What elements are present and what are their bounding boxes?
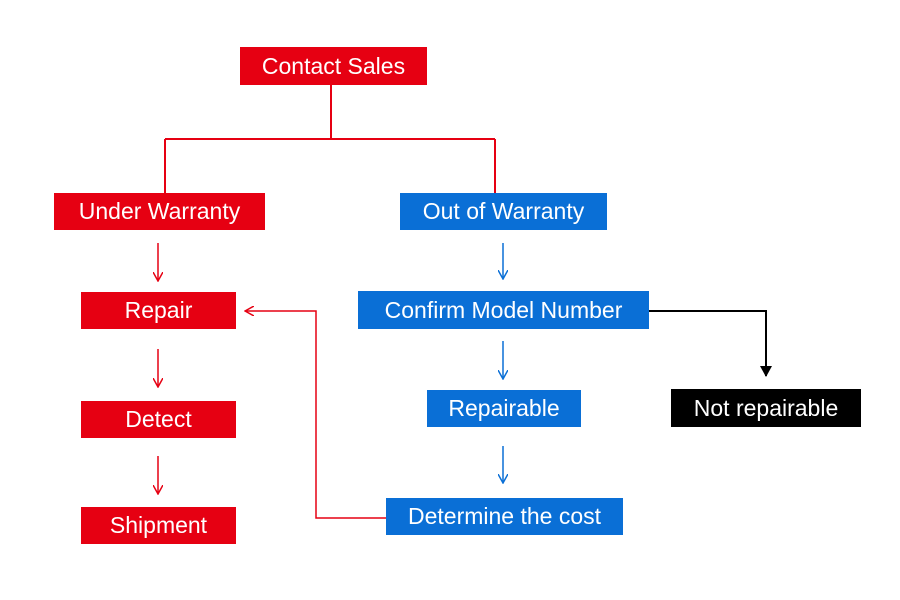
under-warranty-box: Under Warranty <box>54 193 265 230</box>
out-of-warranty-box: Out of Warranty <box>400 193 607 230</box>
arrow-confirm-to-not-repairable <box>649 310 772 377</box>
shipment-box: Shipment <box>81 507 236 544</box>
contact-sales-box: Contact Sales <box>240 47 427 85</box>
not-repairable-box: Not repairable <box>671 389 861 427</box>
determine-the-cost-box: Determine the cost <box>386 498 623 535</box>
detect-box: Detect <box>81 401 236 438</box>
repairable-box: Repairable <box>427 390 581 427</box>
branch-connector <box>164 85 496 193</box>
arrow-determine-cost-to-repair <box>246 311 386 519</box>
confirm-model-number-box: Confirm Model Number <box>358 291 649 329</box>
repair-box: Repair <box>81 292 236 329</box>
